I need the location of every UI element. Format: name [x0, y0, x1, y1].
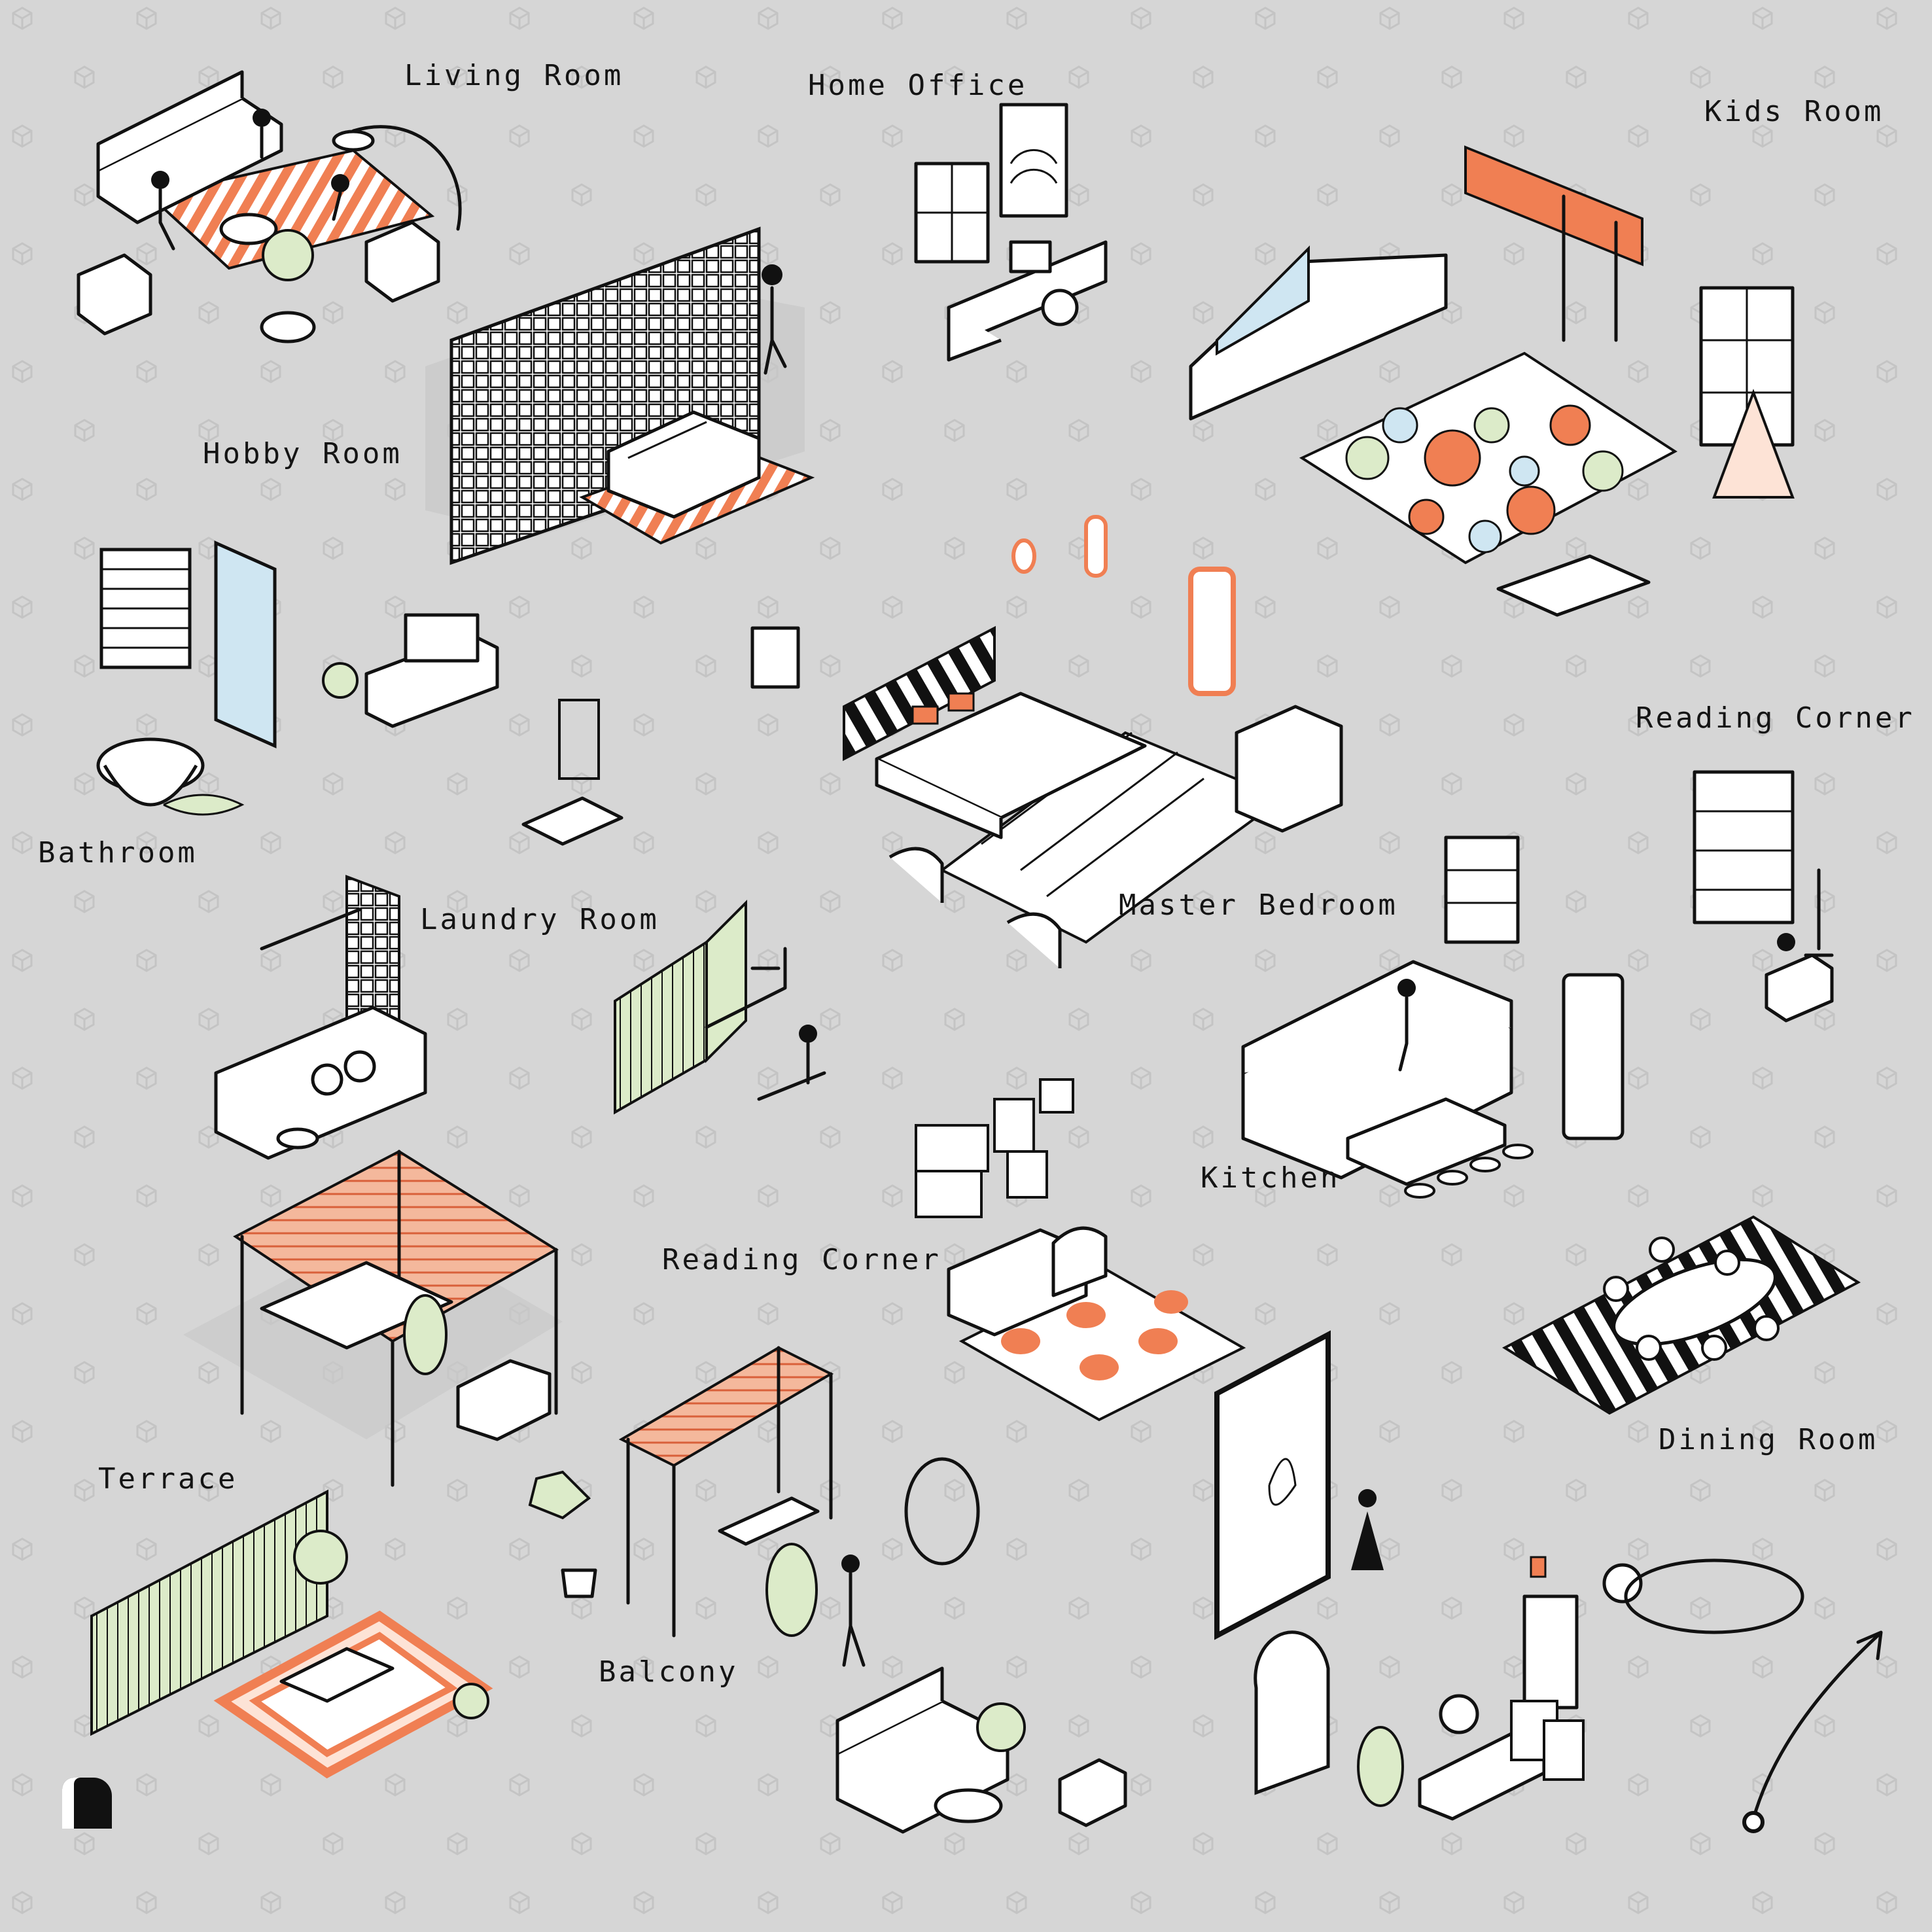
- rotate-arrow-icon: [1624, 1558, 1883, 1833]
- tofu-logo-icon: [62, 1778, 112, 1829]
- terrace-pergola-illustration: [183, 1150, 563, 1487]
- label-kitchen: Kitchen: [1201, 1161, 1341, 1195]
- bathroom-illustration: [96, 540, 624, 846]
- laundry-room-illustration: [214, 875, 427, 1160]
- label-kids-room: Kids Room: [1704, 95, 1884, 128]
- label-balcony: Balcony: [599, 1655, 739, 1689]
- balcony-illustration: [528, 1346, 980, 1667]
- dining-room-illustration: [1502, 1215, 1861, 1415]
- label-reading-corner-1: Reading Corner: [1636, 701, 1915, 735]
- living-room-illustration: [77, 70, 462, 343]
- hallway-art-illustration: [1214, 1330, 1643, 1821]
- reading-corner-2-illustration: [915, 1078, 1246, 1422]
- label-laundry-room: Laundry Room: [420, 903, 659, 936]
- label-home-office: Home Office: [808, 69, 1028, 102]
- label-master-bedroom: Master Bedroom: [1119, 888, 1398, 922]
- kitchen-illustration: [1241, 835, 1625, 1199]
- dressing-illustration: [614, 900, 826, 1115]
- patio-illustration: [90, 1489, 493, 1779]
- label-dining-room: Dining Room: [1659, 1423, 1878, 1456]
- home-office-illustration: [914, 103, 1108, 362]
- master-bedroom-illustration: [750, 515, 1343, 968]
- lounge-illustration: [835, 1666, 1127, 1834]
- label-bathroom: Bathroom: [38, 836, 198, 869]
- label-terrace: Terrace: [98, 1462, 238, 1496]
- reading-corner-1-illustration: [1693, 770, 1834, 1023]
- hobby-room-illustration: [425, 226, 815, 565]
- label-hobby-room: Hobby Room: [203, 437, 402, 470]
- label-living-room: Living Room: [404, 59, 624, 92]
- label-reading-corner-2: Reading Corner: [662, 1243, 941, 1276]
- kids-room-illustration: [1189, 145, 1795, 617]
